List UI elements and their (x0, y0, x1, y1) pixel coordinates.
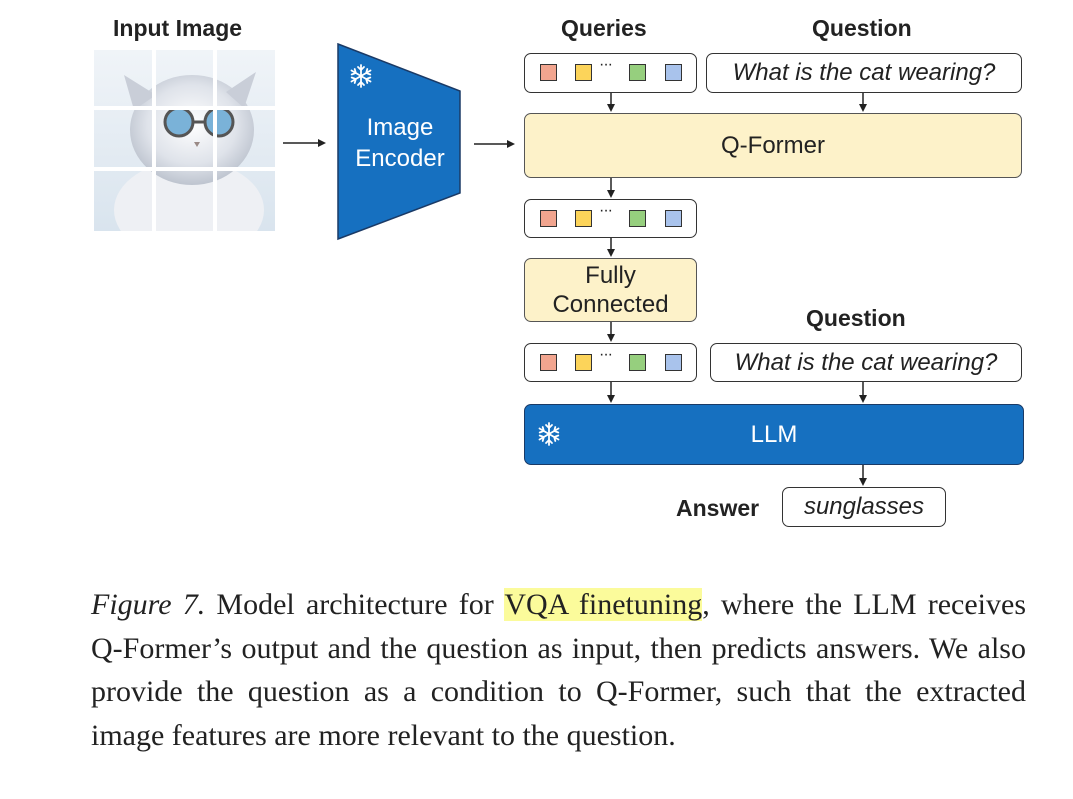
projected-token (665, 354, 682, 371)
arrow-qformer-to-output (607, 178, 615, 198)
query-token (665, 64, 682, 81)
query-token (575, 64, 592, 81)
answer-heading: Answer (676, 495, 760, 521)
question-text-top: What is the cat wearing? (706, 53, 1022, 93)
arrow-tokens-to-llm (607, 382, 615, 403)
queries-heading: Queries (561, 15, 647, 41)
input-image-heading: Input Image (113, 15, 243, 41)
arrow-fc-to-tokens (607, 322, 615, 342)
llm-block: LLM (524, 404, 1024, 465)
arrow-encoder-to-qformer (474, 140, 515, 148)
snowflake-icon (347, 62, 375, 90)
output-token (665, 210, 682, 227)
token-ellipsis: ··· (599, 202, 613, 219)
input-image-cat (94, 50, 275, 231)
qformer-label: Q-Former (721, 131, 825, 159)
arrow-output-to-fc (607, 238, 615, 257)
arrow-image-to-encoder (283, 139, 326, 147)
projected-token (575, 354, 592, 371)
caption-text-post: , where the LLM receives Q-Former’s outp… (91, 588, 1027, 752)
query-token (629, 64, 646, 81)
caption-highlight: VQA finetuning (504, 588, 703, 621)
output-token (629, 210, 646, 227)
caption-label: Figure 7. (91, 588, 206, 621)
llm-label: LLM (750, 420, 798, 448)
image-encoder-label-line2: Encoder (355, 145, 445, 172)
image-encoder-label: Image Encoder (338, 112, 462, 174)
fc-label-line1: Fully (585, 262, 636, 289)
token-ellipsis: ··· (599, 346, 613, 363)
image-encoder-block (337, 43, 461, 241)
arrow-llm-to-answer (859, 465, 867, 486)
arrow-question-to-qformer (859, 93, 867, 112)
arrow-queries-to-qformer (607, 93, 615, 112)
qformer-block: Q-Former (524, 113, 1022, 178)
arrow-question-to-llm (859, 382, 867, 403)
question-heading-top: Question (812, 15, 912, 41)
projected-token (629, 354, 646, 371)
answer-text: sunglasses (782, 487, 946, 527)
snowflake-icon (535, 420, 563, 448)
output-token (540, 210, 557, 227)
output-token (575, 210, 592, 227)
cat-photo-illustration (94, 50, 275, 231)
token-ellipsis: ··· (599, 56, 613, 73)
query-tokens-top: ··· (524, 53, 697, 93)
question-text-bottom: What is the cat wearing? (710, 343, 1022, 382)
projected-tokens: ··· (524, 343, 697, 382)
fully-connected-block: Fully Connected (524, 258, 697, 322)
caption-text-pre: Model architecture for (205, 588, 505, 621)
question-heading-bottom: Question (806, 305, 906, 331)
query-token (540, 64, 557, 81)
projected-token (540, 354, 557, 371)
image-encoder-label-line1: Image (366, 114, 434, 141)
figure-caption: Figure 7. Model architecture for VQA fin… (91, 583, 1026, 757)
fc-label-line2: Connected (552, 291, 669, 318)
qformer-output-tokens: ··· (524, 199, 697, 238)
